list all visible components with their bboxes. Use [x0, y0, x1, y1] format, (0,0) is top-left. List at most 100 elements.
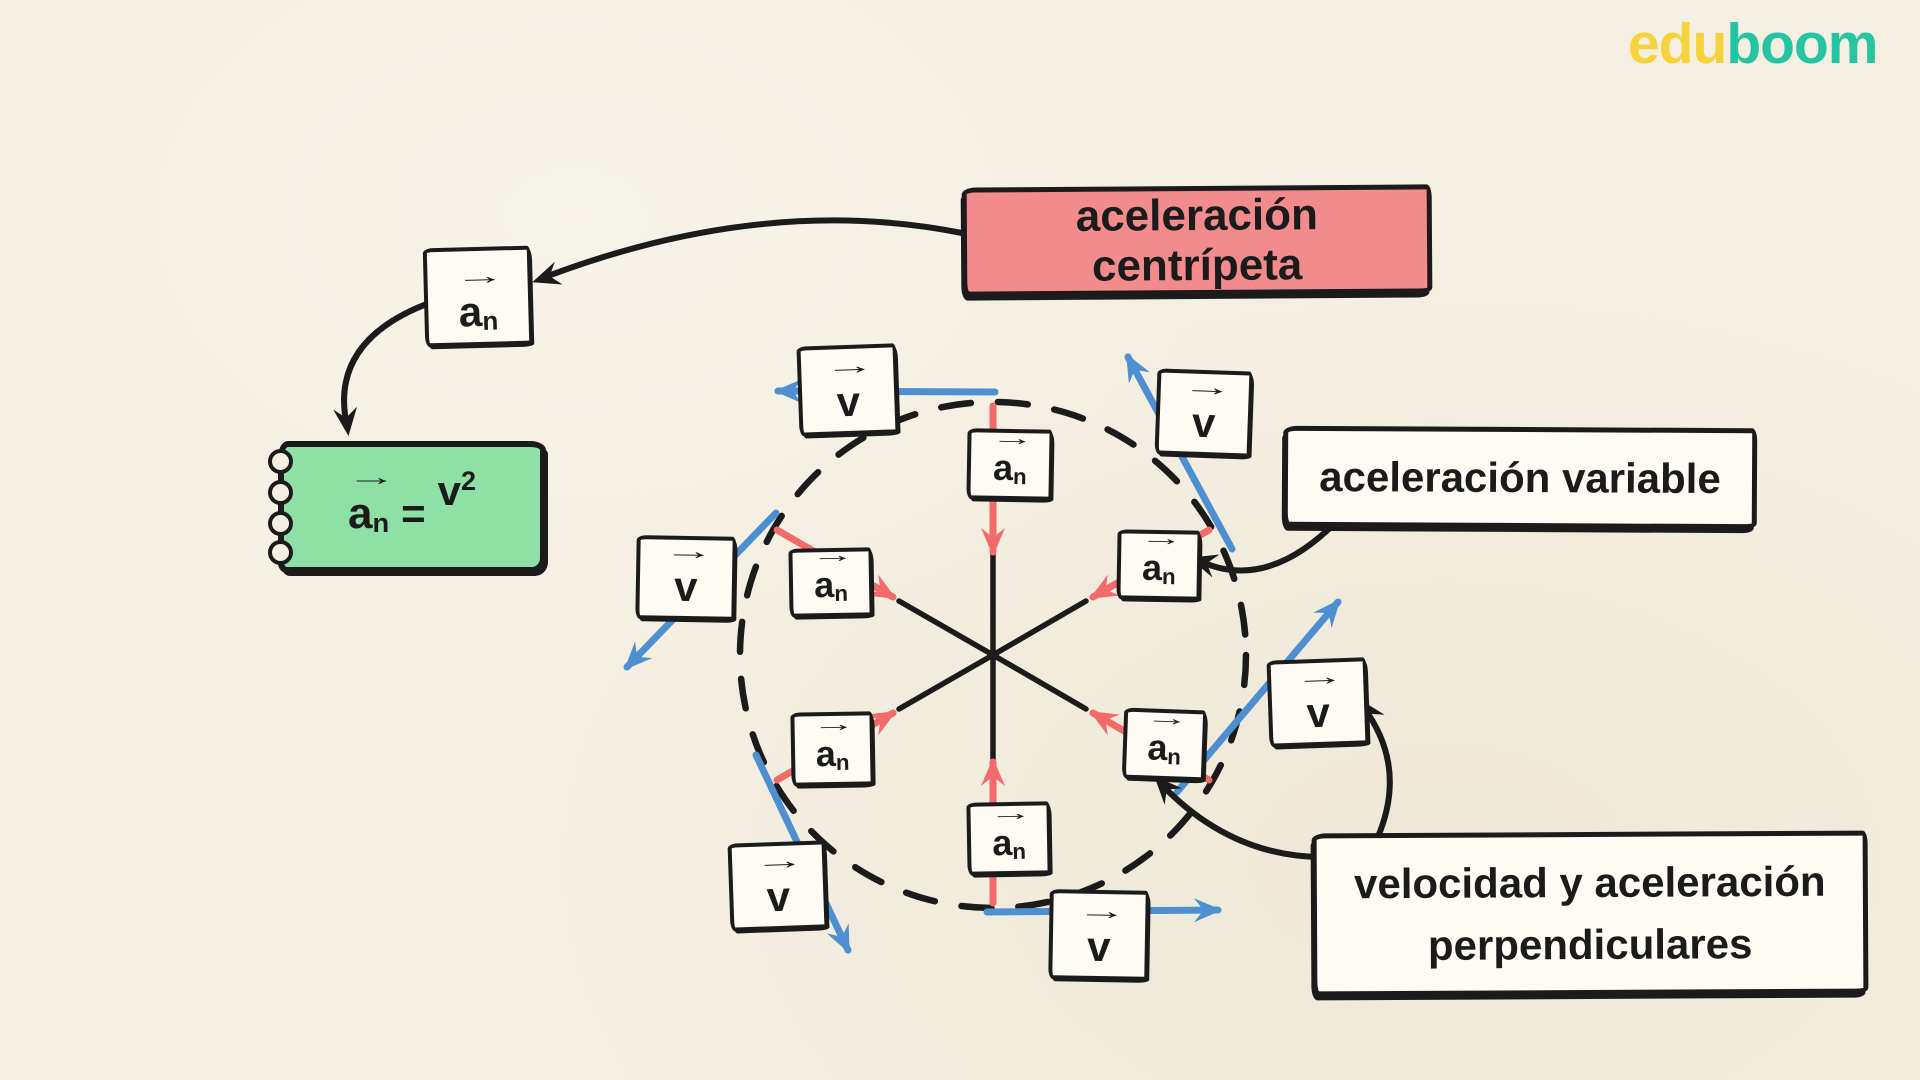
an-letter: a: [458, 287, 483, 336]
v-vector-symbol: →v: [663, 538, 714, 616]
vector-arrow-icon: →: [810, 543, 855, 568]
an-vector-symbol: →an: [812, 712, 856, 782]
an-arrow-upper-left-head: [866, 574, 897, 599]
formula-rhs-base: v: [437, 466, 461, 514]
an-letter: a: [1141, 546, 1163, 588]
label-text-line2: perpendiculares: [1427, 919, 1753, 969]
v-letter: v: [765, 872, 791, 921]
arrow-centripetal-to-an-head: [532, 261, 563, 285]
formula-rhs: v2: [438, 466, 476, 515]
vector-arrow-icon: →: [1076, 897, 1128, 926]
v-arrow-upper-right-head: [1126, 353, 1150, 384]
an-letter: a: [815, 732, 837, 774]
vector-arrow-icon: →: [1139, 526, 1184, 551]
arrow-an-to-formula-head: [333, 406, 357, 436]
an-subscript: n: [834, 580, 849, 606]
arrow-perp-to-v: [1361, 705, 1393, 842]
vector-arrow-icon: →: [823, 352, 876, 381]
an-sticker-bottom: →an: [966, 801, 1052, 876]
an-vector-symbol: →an: [988, 801, 1032, 871]
formula-box-centripetal-acceleration: → an = v2: [268, 441, 546, 573]
v-letter: v: [1305, 688, 1331, 737]
logo-boom: boom: [1726, 12, 1878, 76]
an-vector-symbol: →an: [990, 426, 1034, 496]
an-sticker-upper-left: →an: [788, 543, 874, 618]
an-vector-symbol: → an: [346, 465, 396, 538]
formula-rhs-exponent: 2: [461, 465, 477, 496]
formula-lhs: a: [347, 488, 373, 538]
v-sticker-lower-left: →v: [727, 840, 829, 932]
an-vector-symbol: →an: [810, 543, 854, 613]
an-subscript: n: [1012, 838, 1027, 864]
arrow-perp-to-an: [1160, 783, 1334, 861]
vector-arrow-icon: →: [811, 712, 857, 737]
an-arrow-lower-left-head: [866, 711, 897, 736]
vector-arrow-icon: →: [990, 426, 1035, 451]
v-vector-symbol: →v: [1076, 898, 1127, 976]
v-sticker-lower-right: →v: [1266, 657, 1370, 748]
an-sticker-upper-right: →an: [1116, 526, 1202, 601]
an-sticker-lower-left: →an: [790, 711, 875, 787]
v-vector-symbol: →v: [824, 352, 875, 432]
vector-arrow-icon: →: [988, 801, 1033, 826]
logo-edu: edu: [1628, 12, 1727, 76]
label-aceleracion-variable: aceleración variable: [1282, 425, 1758, 530]
spoke-upper-left: [896, 598, 996, 658]
label-text: aceleración variable: [1319, 452, 1721, 502]
arrow-an-to-formula: [341, 299, 435, 429]
v-sticker-upper-right: →v: [1154, 368, 1254, 458]
vector-arrow-icon: →: [345, 463, 397, 491]
v-arrow-lower-left-head: [826, 923, 850, 954]
label-text: aceleración centrípeta: [1075, 189, 1319, 291]
arrow-centripetal-to-an: [545, 217, 965, 279]
an-subscript: n: [1012, 463, 1027, 489]
formula-an-equals-v-squared: → an = v2: [346, 465, 476, 539]
v-sticker-bottom: →v: [1048, 889, 1150, 981]
an-letter: a: [991, 821, 1013, 863]
v-letter: v: [1086, 922, 1111, 971]
an-subscript: n: [481, 305, 499, 336]
an-subscript: n: [835, 749, 850, 775]
v-vector-symbol: →v: [1294, 663, 1345, 743]
an-letter: a: [1146, 726, 1169, 768]
v-arrow-bottom-head: [1193, 898, 1222, 923]
circular-path: [736, 398, 1250, 912]
an-vector-symbol: →an: [1145, 706, 1190, 776]
v-arrow-upper-left-head: [624, 641, 653, 670]
vector-arrow-icon: →: [454, 262, 506, 291]
an-arrow-lower-right-head: [1089, 711, 1120, 736]
spoke-lower-left: [896, 652, 996, 712]
v-arrow-lower-right-head: [1313, 598, 1341, 629]
an-arrow-upper-right-head: [1089, 574, 1120, 599]
v-vector-symbol: →v: [754, 847, 805, 927]
label-velocidad-aceleracion-perpendiculares: velocidad y aceleración perpendiculares: [1311, 830, 1869, 997]
v-vector-symbol: →v: [1182, 373, 1233, 453]
v-letter: v: [673, 562, 698, 611]
an-vector-symbol: → an: [454, 262, 505, 342]
formula-lhs-sub: n: [372, 506, 390, 538]
v-letter: v: [835, 377, 861, 426]
spoke-lower-right: [990, 652, 1089, 712]
an-sticker-lower-right: →an: [1121, 706, 1208, 782]
scallop-edge: [268, 480, 293, 505]
vector-arrow-icon: →: [1293, 663, 1346, 692]
v-arrow-top-head: [774, 379, 803, 404]
scallop-edge: [268, 511, 293, 536]
an-letter: a: [813, 563, 835, 605]
an-arrow-top-head: [981, 528, 1005, 556]
label-text-line1: velocidad y aceleración: [1353, 857, 1826, 907]
eduboom-logo: eduboom: [1628, 16, 1878, 73]
v-sticker-upper-left: →v: [635, 535, 737, 621]
an-arrow-bottom-head: [981, 758, 1005, 786]
an-sticker-top: →an: [966, 426, 1054, 501]
v-sticker-top: →v: [796, 343, 900, 437]
an-subscript: n: [1161, 563, 1176, 589]
arrow-variable-to-an: [1199, 518, 1340, 574]
an-letter: a: [992, 446, 1014, 488]
vector-arrow-icon: →: [1181, 373, 1233, 402]
vector-arrow-icon: →: [1145, 706, 1190, 731]
an-sticker-callout: → an: [422, 245, 534, 348]
label-aceleracion-centripeta: aceleración centrípeta: [961, 184, 1433, 297]
v-letter: v: [1191, 398, 1217, 447]
